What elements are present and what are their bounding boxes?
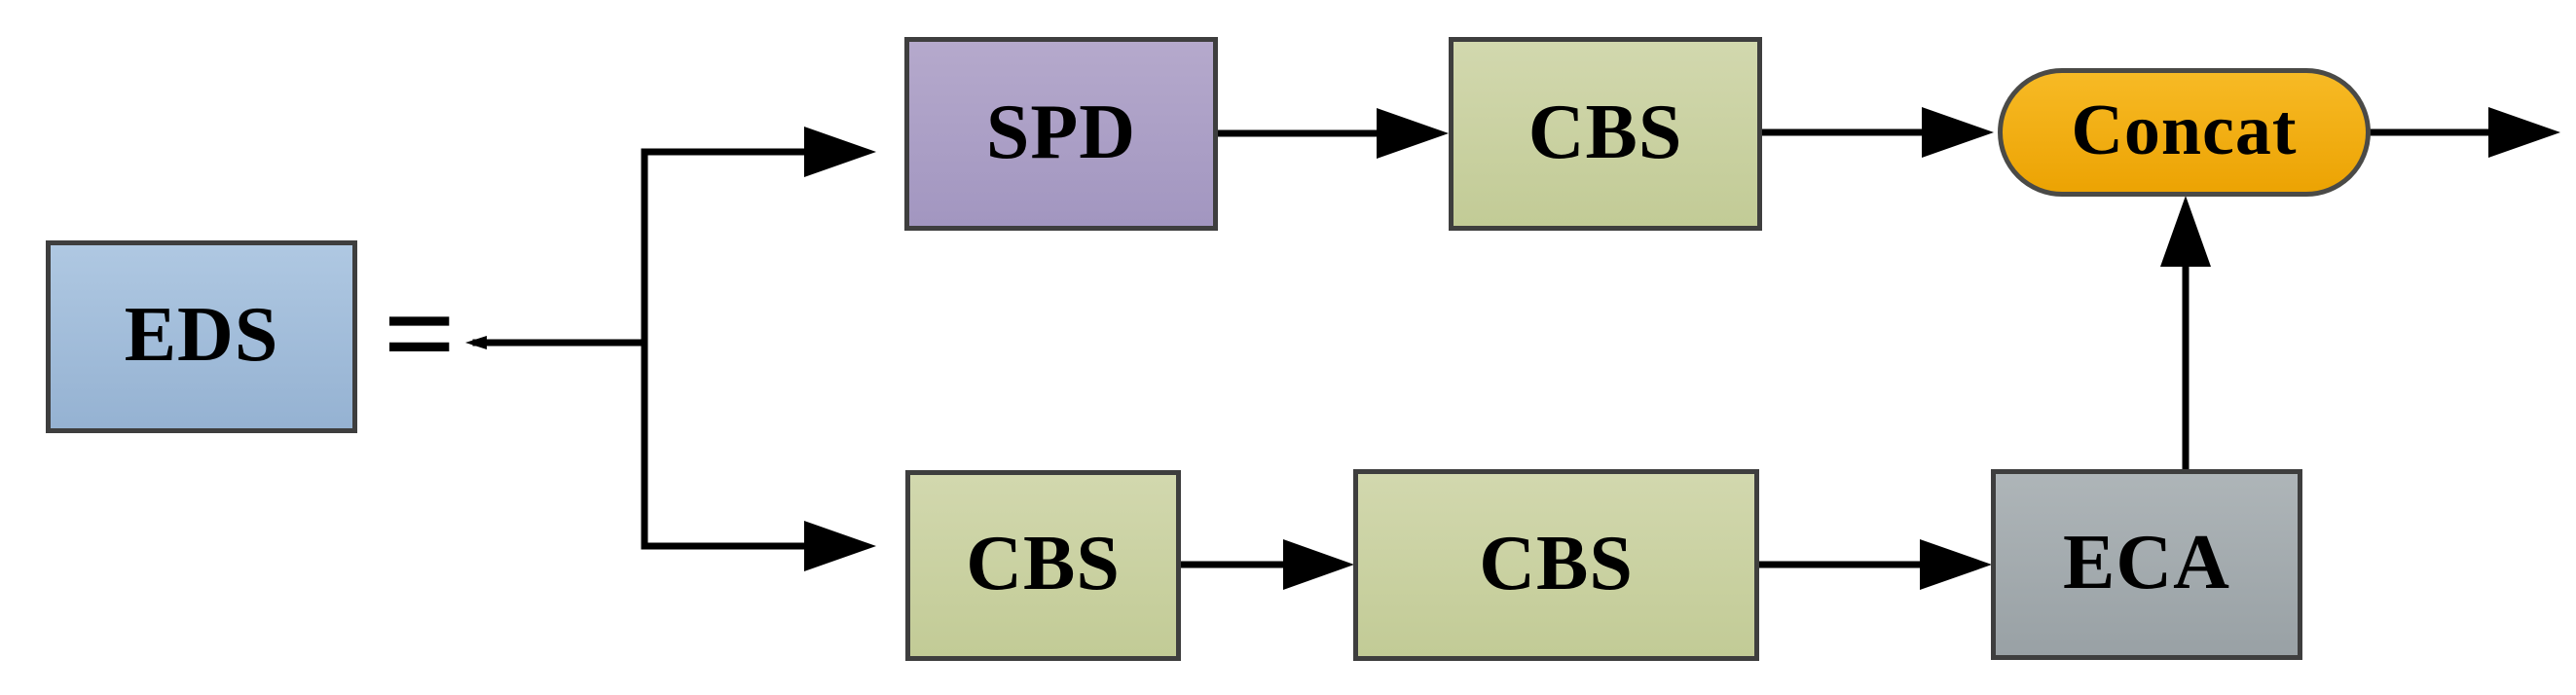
- node-cbs-bottom-1-label: CBS: [966, 521, 1121, 606]
- arrowhead-into-concat-from-eca: [2160, 196, 2211, 267]
- arrowhead-output: [2488, 107, 2560, 158]
- arrowhead-into-cbs-bottom-1: [804, 521, 876, 571]
- node-cbs-bottom-2: CBS: [1353, 469, 1759, 661]
- arrowhead-into-cbs-bottom-2: [1283, 539, 1354, 590]
- node-cbs-top: CBS: [1449, 37, 1762, 231]
- node-eds-label: EDS: [124, 292, 279, 378]
- node-eca: ECA: [1991, 469, 2302, 660]
- eds-stem-tail-tip: [465, 336, 487, 349]
- equals-sign: =: [383, 262, 457, 405]
- node-cbs-top-label: CBS: [1527, 89, 1683, 175]
- node-eca-label: ECA: [2063, 520, 2230, 605]
- node-eds: EDS: [46, 240, 357, 433]
- node-spd: SPD: [904, 37, 1218, 231]
- arrowhead-into-concat: [1922, 107, 1994, 158]
- node-cbs-bottom-1: CBS: [905, 470, 1181, 661]
- arrowhead-into-eca: [1920, 539, 1992, 590]
- arrowhead-into-spd: [804, 127, 876, 177]
- node-concat-label: Concat: [2071, 91, 2298, 170]
- arrowhead-into-cbs-top: [1377, 108, 1449, 159]
- node-cbs-bottom-2-label: CBS: [1479, 520, 1634, 606]
- node-spd-label: SPD: [985, 89, 1137, 175]
- node-concat: Concat: [1998, 68, 2371, 197]
